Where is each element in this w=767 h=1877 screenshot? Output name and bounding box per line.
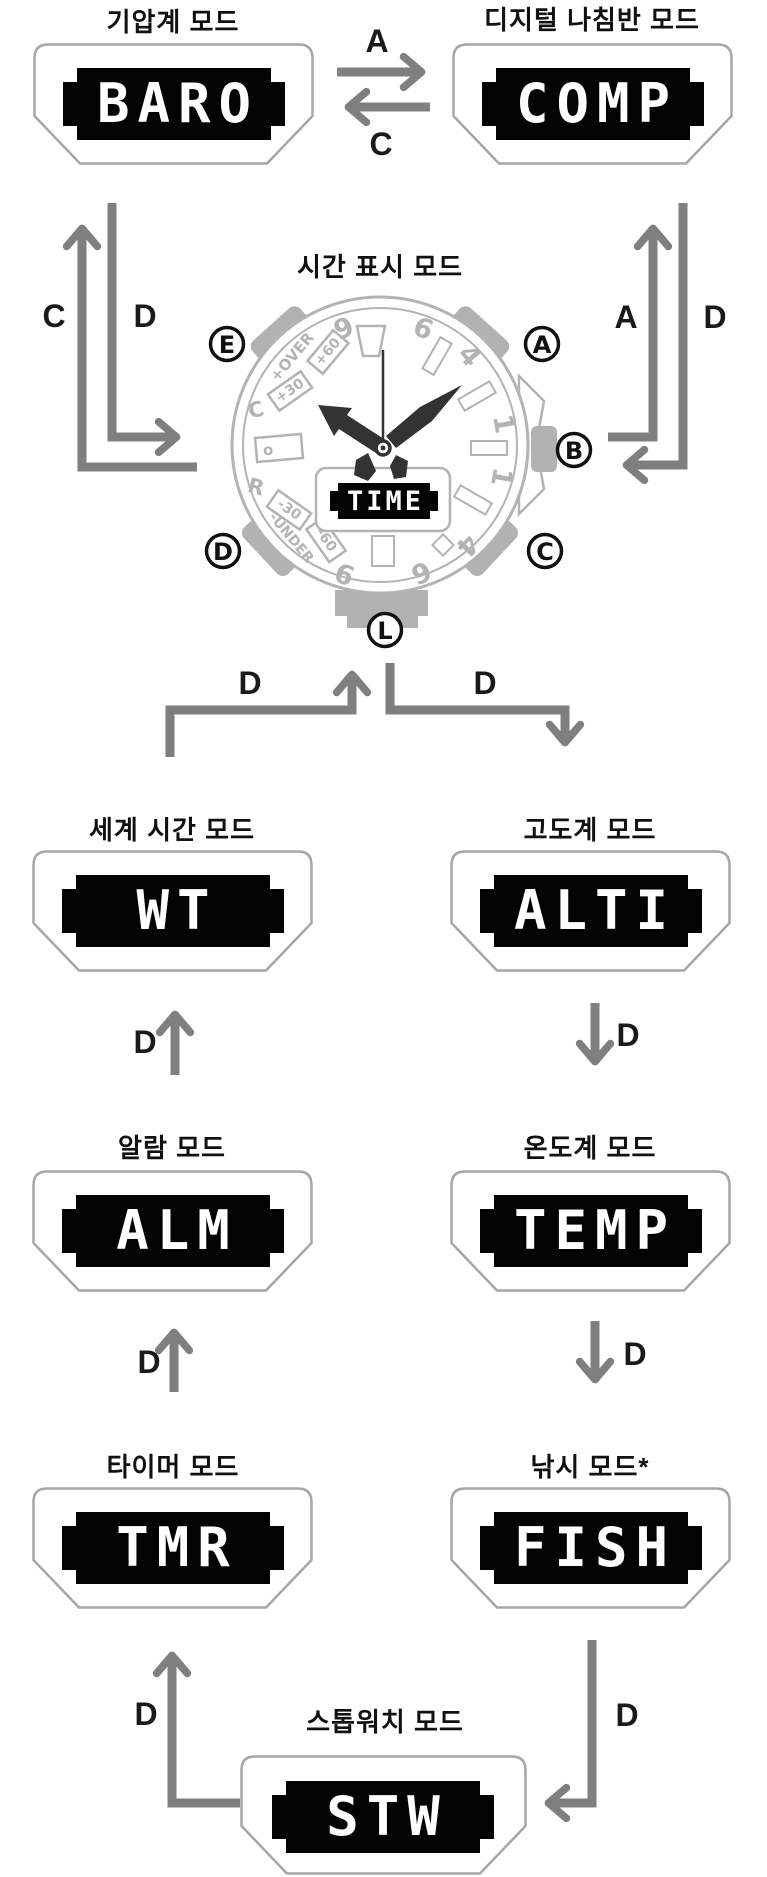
svg-text:o: o xyxy=(262,441,274,460)
dial-scale-r: R xyxy=(245,473,267,500)
dial-scale-zero: o xyxy=(253,432,305,464)
mode-panel-alm: ALM xyxy=(32,1170,313,1292)
mode-panel-wt: WT xyxy=(32,850,313,972)
hand-pivot-dot xyxy=(380,445,386,451)
arrow-label-d-alm: D xyxy=(137,1344,161,1380)
svg-text:C: C xyxy=(536,538,554,566)
arrow-time-to-comp xyxy=(608,224,673,442)
mode-panel-temp: TEMP xyxy=(450,1170,731,1292)
arrow-label-d-left: D xyxy=(133,298,157,334)
svg-text:D: D xyxy=(213,538,233,566)
dial-marker-12 xyxy=(355,324,387,358)
arrow-label-d-midright: D xyxy=(473,665,497,701)
dial-index xyxy=(452,484,494,516)
hand-counterweight xyxy=(390,455,408,479)
arrow-stw-to-tmr xyxy=(152,1651,240,1808)
mode-panel-comp: COMP xyxy=(452,43,733,165)
arrow-time-to-alti xyxy=(385,663,585,747)
arrow-baro-to-time xyxy=(107,203,181,457)
arrow-label-c-top: C xyxy=(369,126,393,162)
lcd-display-alti: ALTI xyxy=(480,875,702,947)
dial-index-6 xyxy=(371,535,395,567)
svg-text:B: B xyxy=(565,437,583,465)
case-tab-l xyxy=(335,590,428,628)
mode-title-tmr: 타이머 모드 xyxy=(106,1452,240,1482)
lcd-text-stw: STW xyxy=(326,1785,448,1848)
lcd-text-wt: WT xyxy=(136,879,218,942)
mode-panel-stw: STW xyxy=(240,1755,527,1875)
mode-title-fish: 낚시 모드* xyxy=(530,1452,650,1482)
lcd-display-wt: WT xyxy=(62,875,284,947)
arrow-label-d-right: D xyxy=(703,299,727,335)
arrow-time-to-baro xyxy=(62,224,197,472)
lcd-text-baro: BARO xyxy=(96,72,260,135)
lcd-display-tmr: TMR xyxy=(62,1512,284,1584)
mode-title-comp: 디지털 나침반 모드 xyxy=(484,5,700,35)
lcd-display-baro: BARO xyxy=(63,68,285,140)
hand-counterweight xyxy=(354,453,376,481)
dial-numeral: 1 xyxy=(486,412,520,436)
case-bumper-b xyxy=(531,426,557,472)
arrow-label-d-fish: D xyxy=(615,1697,639,1733)
button-d: D xyxy=(204,532,242,570)
lcd-text-comp: COMP xyxy=(515,72,679,135)
arrow-comp-to-time xyxy=(622,203,688,485)
mode-panel-alti: ALTI xyxy=(450,850,731,972)
arrow-label-d-tmr: D xyxy=(134,1696,158,1732)
lcd-display-comp: COMP xyxy=(482,68,704,140)
lcd-display-time: TIME xyxy=(330,483,438,519)
dial-numeral: 1 xyxy=(484,465,518,489)
minute-hand xyxy=(386,385,462,448)
lcd-text-alm: ALM xyxy=(116,1199,238,1262)
mode-panel-tmr: TMR xyxy=(32,1487,313,1609)
mode-panel-baro: BARO xyxy=(33,43,314,165)
dial-index-diamond xyxy=(430,532,456,558)
watch-illustration: 9 6 4 1 1 4 6 9 +OVER +60 +30 C o R -30 … xyxy=(204,295,593,649)
arrow-label-a-top: A xyxy=(365,23,389,59)
mode-title-stw: 스톱워치 모드 xyxy=(306,1707,464,1737)
arrow-fish-to-stw xyxy=(544,1640,597,1823)
lcd-display-temp: TEMP xyxy=(480,1195,702,1267)
arrow-label-d-midleft: D xyxy=(238,665,262,701)
arrow-label-d-wt: D xyxy=(133,1024,157,1060)
mode-title-time: 시간 표시 모드 xyxy=(297,252,463,282)
mode-title-baro: 기압계 모드 xyxy=(106,7,240,37)
mode-title-wt: 세계 시간 모드 xyxy=(89,815,255,845)
button-c: C xyxy=(526,532,564,570)
arrow-label-c-left: C xyxy=(42,298,66,334)
button-a: A xyxy=(523,325,561,363)
dial-index xyxy=(470,440,508,456)
lcd-text-time: TIME xyxy=(346,485,425,517)
svg-text:A: A xyxy=(533,331,552,359)
lcd-display-stw: STW xyxy=(272,1781,494,1853)
svg-text:E: E xyxy=(219,331,235,359)
arrow-label-a-right: A xyxy=(614,299,638,335)
arrow-label-d-alti: D xyxy=(616,1017,640,1053)
case-bumper-d xyxy=(241,518,299,576)
mode-panel-fish: FISH xyxy=(450,1487,731,1609)
mode-title-alm: 알람 모드 xyxy=(118,1133,226,1163)
case-bumper-c xyxy=(461,518,519,576)
mode-title-temp: 온도계 모드 xyxy=(523,1133,657,1163)
svg-text:L: L xyxy=(377,617,392,645)
button-e: E xyxy=(208,325,246,363)
bezel-inner xyxy=(242,307,518,583)
mode-title-alti: 고도계 모드 xyxy=(523,815,657,845)
lcd-display-alm: ALM xyxy=(62,1195,284,1267)
button-l: L xyxy=(366,611,404,649)
dial-index xyxy=(456,380,498,412)
lcd-text-fish: FISH xyxy=(513,1516,677,1579)
arrow-wt-to-time xyxy=(165,670,372,757)
lcd-text-temp: TEMP xyxy=(513,1199,677,1262)
hour-hand xyxy=(318,405,387,455)
button-b: B xyxy=(555,431,593,469)
dial-scale-c: C xyxy=(245,396,266,423)
dial-index xyxy=(421,335,453,377)
lcd-text-tmr: TMR xyxy=(116,1516,238,1579)
arrow-label-d-temp: D xyxy=(623,1336,647,1372)
lcd-text-alti: ALTI xyxy=(513,879,677,942)
lcd-display-fish: FISH xyxy=(480,1512,702,1584)
